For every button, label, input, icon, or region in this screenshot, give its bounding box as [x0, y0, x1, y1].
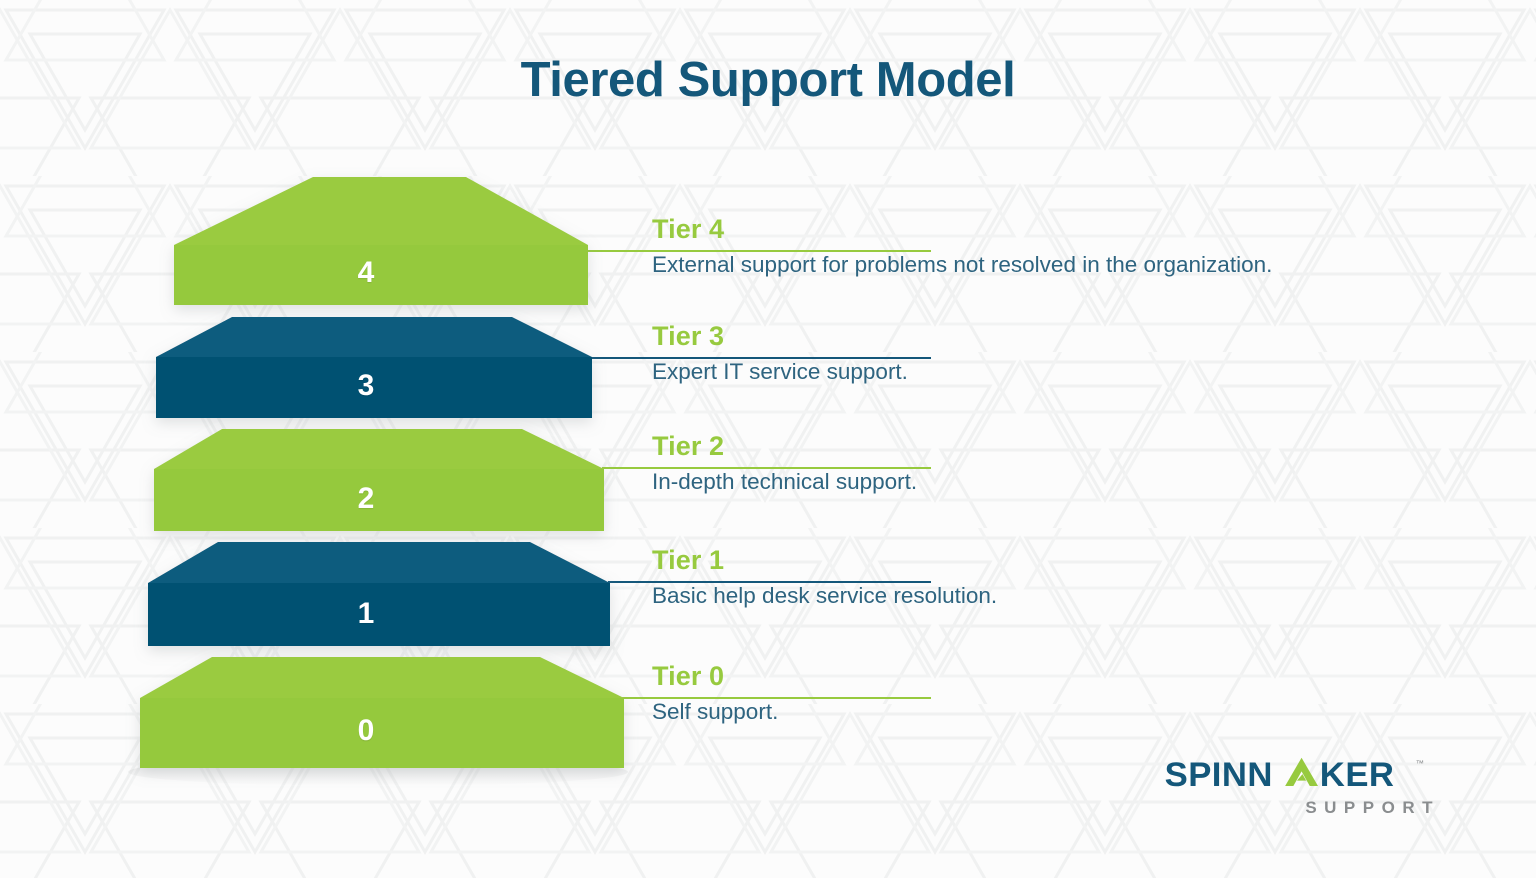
- level-4-top-face: [174, 177, 588, 245]
- pyramid-level-0[interactable]: [140, 657, 624, 768]
- tier-4-name: Tier 4: [652, 214, 725, 244]
- tier-info-0[interactable]: Tier 0 Self support.: [652, 662, 778, 725]
- page-title: Tiered Support Model: [520, 53, 1016, 107]
- spinnaker-support-logo[interactable]: SPINN KER ™ SUPPORT: [1152, 755, 1442, 818]
- logo-text-ker: KER: [1320, 756, 1395, 794]
- tier-4-description: External support for problems not resolv…: [652, 252, 1273, 278]
- logo-wordmark: SPINN KER ™: [1165, 756, 1424, 794]
- tier-info-4[interactable]: Tier 4 External support for problems not…: [652, 215, 1272, 278]
- level-2-top-face: [154, 429, 604, 469]
- level-number-2: 2: [357, 482, 375, 515]
- level-number-1: 1: [357, 597, 375, 630]
- logo-text-spinn: SPINN: [1165, 756, 1273, 794]
- level-number-4: 4: [357, 256, 375, 289]
- logo-subtitle: SUPPORT: [1305, 798, 1440, 817]
- tier-3-description: Expert IT service support.: [652, 359, 908, 385]
- tier-1-name: Tier 1: [652, 545, 725, 575]
- tier-info-1[interactable]: Tier 1 Basic help desk service resolutio…: [652, 546, 997, 609]
- tier-3-name: Tier 3: [652, 321, 725, 351]
- tier-2-description: In-depth technical support.: [652, 469, 918, 495]
- tier-2-name: Tier 2: [652, 431, 725, 461]
- logo-letter-a-icon: [1285, 757, 1318, 787]
- tier-0-description: Self support.: [652, 699, 779, 725]
- level-1-top-face: [148, 542, 610, 583]
- tier-0-name: Tier 0: [652, 661, 725, 691]
- level-number-0: 0: [357, 714, 375, 747]
- tier-info-2[interactable]: Tier 2 In-depth technical support.: [652, 432, 917, 495]
- tier-1-description: Basic help desk service resolution.: [652, 583, 998, 609]
- tier-info-3[interactable]: Tier 3 Expert IT service support.: [652, 322, 908, 385]
- level-number-3: 3: [357, 369, 375, 402]
- logo-trademark: ™: [1416, 759, 1424, 768]
- level-3-top-face: [156, 317, 592, 357]
- level-0-top-face: [140, 657, 624, 698]
